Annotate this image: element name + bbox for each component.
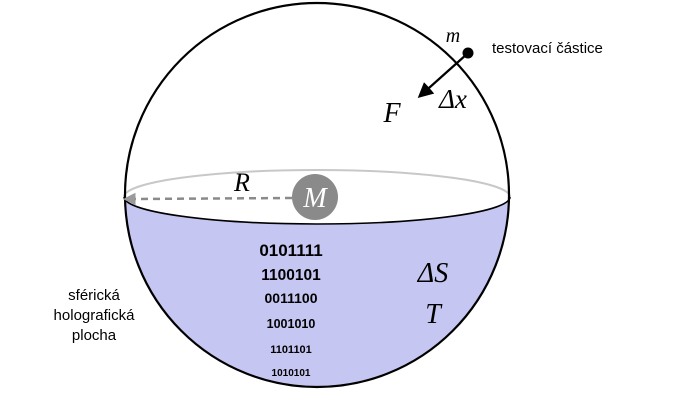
radius-dashed-line [123,192,293,206]
equator-back-arc [123,169,511,198]
lower-hemisphere-fill [125,197,509,387]
mass-m-label: m [446,25,460,47]
force-label: F [382,98,401,129]
equator-front-arc [123,196,511,225]
force-arrow [417,53,468,99]
mass-M-label: M [302,183,328,214]
binary-bits-stack: 0101111 1100101 0011100 1001010 1101101 … [259,241,322,379]
bits-row: 1001010 [267,317,316,331]
surface-label-line1: sférická [68,287,120,304]
bits-row: 1100101 [261,267,321,284]
bits-row: 1010101 [272,368,311,379]
test-particle-dot [462,47,474,59]
entropy-label: ΔS [417,258,448,289]
surface-label-line2: holografická [54,307,136,324]
test-particle-label: testovací částice [492,40,603,57]
radius-label: R [233,168,250,197]
temperature-label: T [425,299,443,330]
bits-row: 0011100 [265,290,318,306]
delta-x-label: Δx [438,84,467,114]
bits-row: 1101101 [270,344,312,356]
lower-hemisphere [125,197,509,387]
surface-label-line3: plocha [72,327,117,344]
central-mass-circle [292,174,338,220]
bits-row: 0101111 [259,241,322,260]
